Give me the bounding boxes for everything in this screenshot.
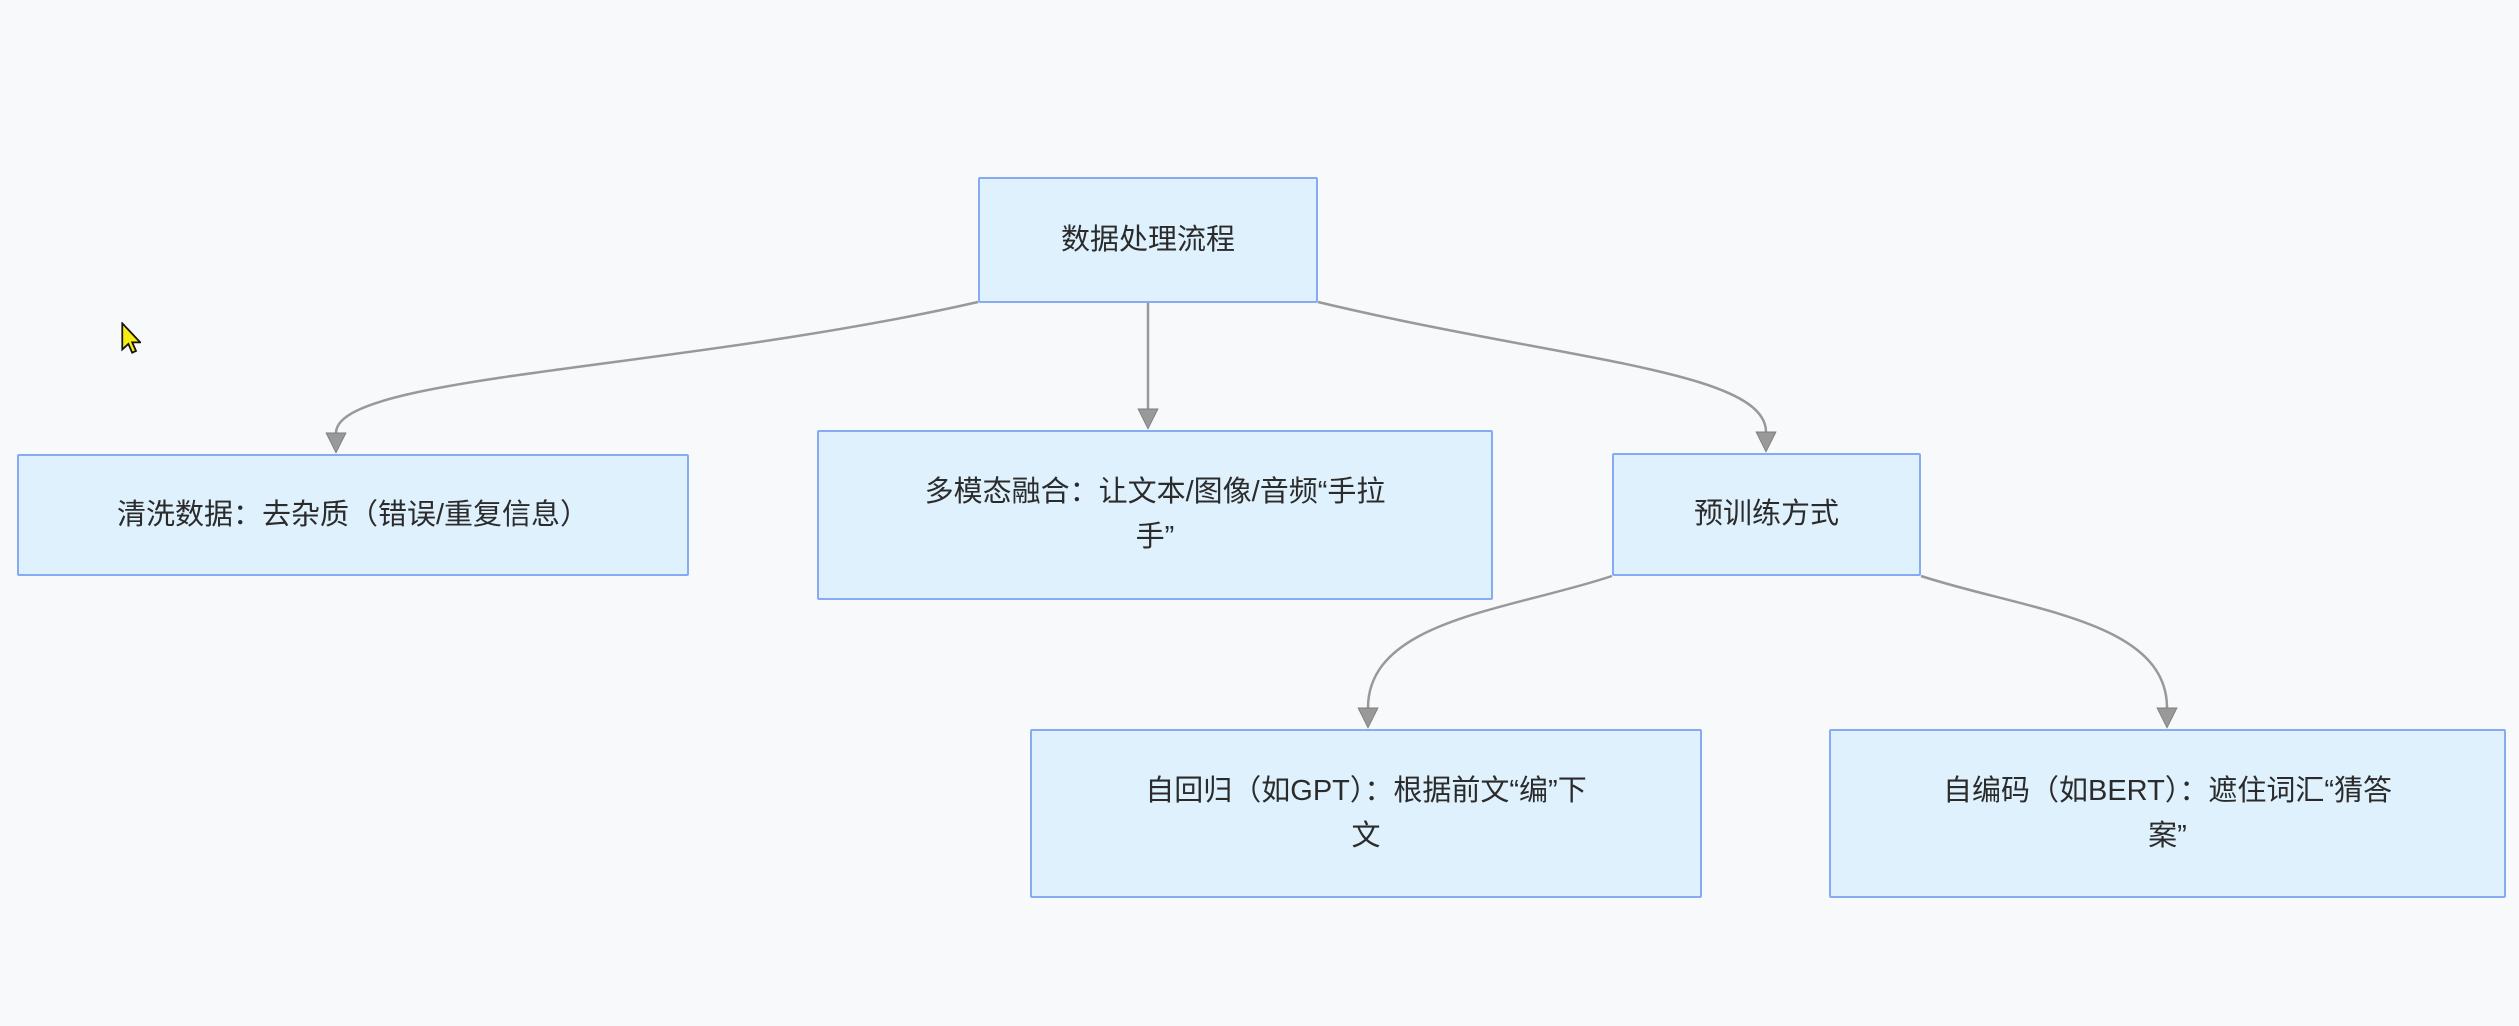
edge-pretrain-to-autoencoding	[1920, 574, 2178, 729]
node-label-fusion: 多模态融合：让文本/图像/音频“手拉 手”	[924, 476, 1386, 553]
node-label-autoencoding: 自编码（如BERT）：遮住词汇“猜答 案”	[1943, 774, 2392, 852]
node-label-clean: 清洗数据：去杂质（错误/重复信息）	[116, 498, 590, 531]
edge-root-to-clean	[325, 300, 979, 454]
node-label-autoregressive: 自回归（如GPT）：根据前文“编”下 文	[1145, 774, 1587, 852]
node-pretrain[interactable]: 预训练方式	[1612, 453, 1921, 576]
node-clean[interactable]: 清洗数据：去杂质（错误/重复信息）	[17, 454, 689, 576]
node-autoencoding[interactable]: 自编码（如BERT）：遮住词汇“猜答 案”	[1829, 729, 2506, 898]
edge-root-to-pretrain	[1317, 300, 1777, 453]
node-label-pretrain: 预训练方式	[1693, 498, 1839, 530]
node-root[interactable]: 数据处理流程	[978, 177, 1318, 303]
node-label-root: 数据处理流程	[1060, 223, 1235, 256]
edge-pretrain-to-autoregressive	[1357, 574, 1613, 729]
node-autoregressive[interactable]: 自回归（如GPT）：根据前文“编”下 文	[1030, 729, 1702, 898]
node-fusion[interactable]: 多模态融合：让文本/图像/音频“手拉 手”	[817, 430, 1493, 600]
